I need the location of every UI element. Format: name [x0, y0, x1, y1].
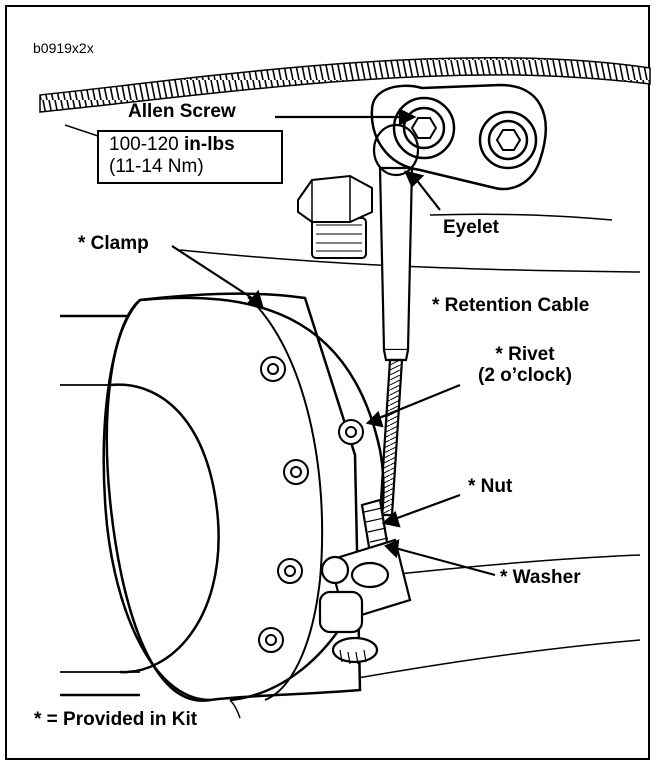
pipe-outline: [179, 249, 641, 273]
label-rivet: * Rivet (2 o’clock): [470, 344, 580, 387]
label-eyelet: Eyelet: [443, 217, 499, 238]
label-retention-cable: * Retention Cable: [432, 295, 590, 316]
coiled-cable: [39, 57, 651, 113]
torque-unit: in-lbs: [184, 134, 235, 155]
clamp-rivets: [258, 356, 364, 653]
retention-cable-assembly: [372, 123, 420, 517]
label-nut: * Nut: [468, 476, 513, 497]
torque-spec-box: 100-120 in-lbs (11-14 Nm): [97, 130, 283, 184]
torque-range: 100-120: [109, 134, 179, 155]
figure-code: b0919x2x: [33, 40, 94, 56]
clamp-bolt-assembly: [318, 498, 412, 665]
label-allen-screw: Allen Screw: [128, 101, 236, 122]
hex-fitting: [297, 174, 373, 259]
label-rivet-line1: * Rivet: [495, 344, 555, 365]
mounting-bracket: [370, 83, 547, 191]
label-clamp: * Clamp: [78, 233, 149, 254]
leader-lines: [171, 108, 496, 577]
ground-line: [229, 699, 241, 719]
clamp-band: [102, 292, 385, 702]
torque-metric: (11-14 Nm): [109, 156, 204, 178]
label-washer: * Washer: [500, 567, 581, 588]
pipe-outline: [429, 213, 613, 221]
footnote: * = Provided in Kit: [34, 709, 198, 730]
label-rivet-line2: (2 o’clock): [478, 364, 572, 386]
